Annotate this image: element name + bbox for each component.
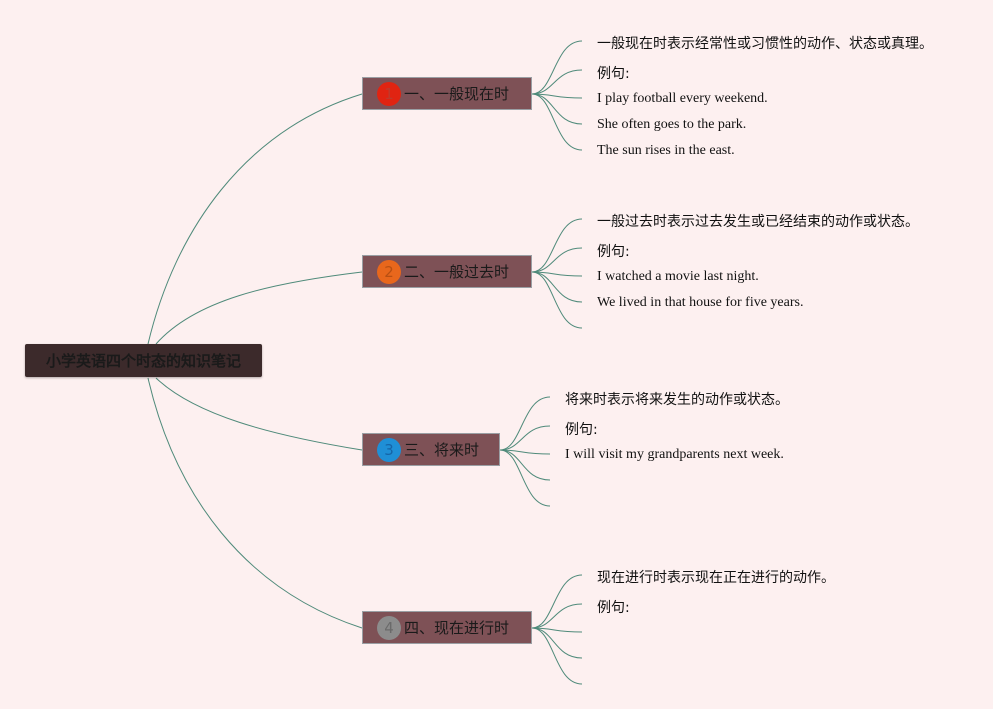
leaf-link <box>499 449 551 481</box>
branch-future[interactable]: 3 三、将来时 <box>362 433 500 466</box>
branch-present-continuous[interactable]: 4 四、现在进行时 <box>362 611 532 644</box>
example-label: 例句: <box>565 422 598 438</box>
definition-text: 将来时表示将来发生的动作或状态。 <box>565 392 789 408</box>
definition-text: 现在进行时表示现在正在进行的动作。 <box>597 570 835 586</box>
leaf-link <box>531 574 583 629</box>
definition-text: 一般过去时表示过去发生或已经结束的动作或状态。 <box>597 214 919 230</box>
example-sentence: We lived in that house for five years. <box>597 295 804 310</box>
leaf-link <box>531 247 583 273</box>
leaf-link <box>531 40 583 95</box>
leaf-link <box>531 69 583 95</box>
leaf-link <box>499 425 551 451</box>
number-badge-4: 4 <box>377 615 401 640</box>
branch-label: 四、现在进行时 <box>404 619 510 637</box>
root-topic[interactable]: 小学英语四个时态的知识笔记 <box>25 344 262 377</box>
definition-text: 一般现在时表示经常性或习惯性的动作、状态或真理。 <box>597 36 933 52</box>
example-sentence: The sun rises in the east. <box>597 143 735 158</box>
leaf-link <box>499 396 551 451</box>
leaf-link <box>531 627 583 685</box>
leaf-link <box>531 93 583 125</box>
number-badge-3: 3 <box>377 437 401 462</box>
leaf-link <box>531 603 583 629</box>
branch-simple-past[interactable]: 2 二、一般过去时 <box>362 255 532 288</box>
root-link <box>147 93 363 345</box>
root-link <box>155 377 363 451</box>
branch-label: 一、一般现在时 <box>404 85 510 103</box>
example-label: 例句: <box>597 600 630 616</box>
example-sentence: I watched a movie last night. <box>597 269 759 284</box>
leaf-link <box>531 271 583 303</box>
example-label: 例句: <box>597 66 630 82</box>
leaf-link <box>531 93 583 151</box>
leaf-link <box>499 449 551 507</box>
leaf-link <box>531 627 583 659</box>
example-sentence: I play football every weekend. <box>597 91 768 106</box>
branch-label: 三、将来时 <box>404 441 480 459</box>
root-link <box>147 377 363 629</box>
example-sentence: She often goes to the park. <box>597 117 747 132</box>
example-label: 例句: <box>597 244 630 260</box>
leaf-link <box>531 271 583 329</box>
example-sentence: I will visit my grandparents next week. <box>565 447 784 462</box>
branch-label: 二、一般过去时 <box>404 263 510 281</box>
root-title: 小学英语四个时态的知识笔记 <box>45 352 241 370</box>
number-badge-2: 2 <box>377 259 401 284</box>
branch-simple-present[interactable]: 1 一、一般现在时 <box>362 77 532 110</box>
leaf-link <box>531 218 583 273</box>
number-badge-1: 1 <box>377 81 401 106</box>
root-link <box>155 271 363 345</box>
